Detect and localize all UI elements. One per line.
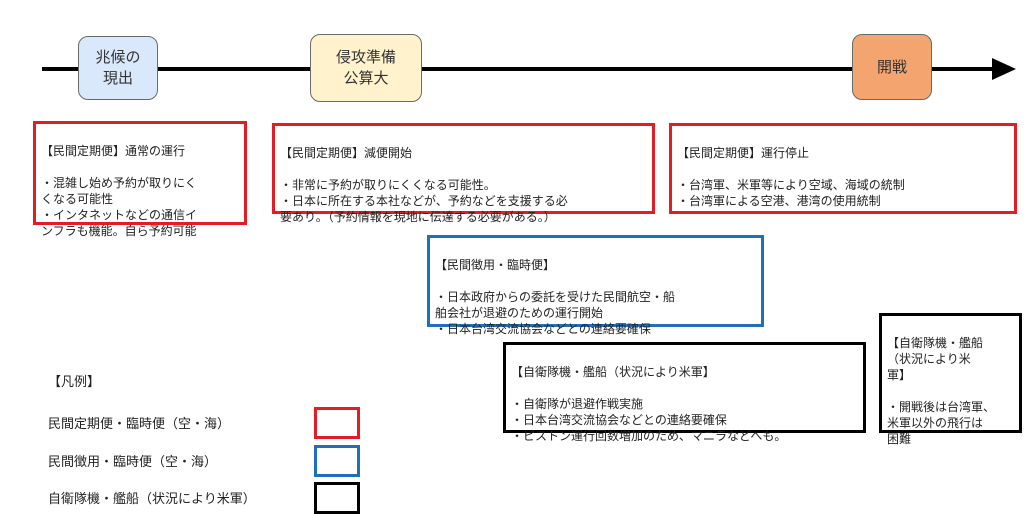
box-civil-suspended: 【民間定期便】運行停止 ・台湾軍、米軍等により空域、海域の統制 ・台湾軍による空…: [669, 123, 1017, 214]
box-civil-normal-operation: 【民間定期便】通常の運行 ・混雑し始め予約が取りにく くなる可能性 ・インタネッ…: [33, 121, 247, 238]
box-sdf-after-war: 【自衛隊機・艦船 （状況により米 軍】 ・開戦後は台湾軍、 米軍以外の飛行は 困…: [879, 313, 1022, 446]
box-sdf-evacuation: 【自衛隊機・艦船（状況により米軍】 ・自衛隊が退避作戦実施 ・日本台湾交流協会な…: [503, 342, 866, 443]
box-body: ・自衛隊が退避作戦実施 ・日本台湾交流協会などとの連絡要確保 ・ピストン運行回数…: [511, 397, 787, 443]
box-body: ・台湾軍、米軍等により空域、海域の統制 ・台湾軍による空港、港湾の使用統制: [677, 178, 905, 208]
box-body: ・日本政府からの委託を受けた民間航空・船 舶会社が退避のための運行開始 ・日本台…: [435, 290, 676, 336]
legend-label: 民間定期便・臨時便（空・海）: [48, 417, 231, 432]
stage-label: 兆候の 現出: [95, 48, 141, 87]
stage-signs-appear: 兆候の 現出: [78, 36, 158, 100]
box-body: ・混雑し始め予約が取りにく くなる可能性 ・インタネットなどの通信イ ンフラも機…: [41, 176, 198, 238]
box-title: 【民間定期便】運行停止: [677, 146, 810, 160]
legend-label: 自衛隊機・艦船（状況により米軍）: [48, 492, 256, 507]
box-title: 【民間定期便】通常の運行: [41, 144, 186, 158]
box-title: 【民間定期便】減便開始: [280, 146, 413, 160]
legend-item-civil-scheduled: 民間定期便・臨時便（空・海）: [48, 407, 360, 439]
box-civil-requisition: 【民間徴用・臨時便】 ・日本政府からの委託を受けた民間航空・船 舶会社が退避のた…: [427, 235, 764, 336]
legend-item-sdf: 自衛隊機・艦船（状況により米軍）: [48, 482, 360, 514]
legend-label: 民間徴用・臨時便（空・海）: [48, 455, 218, 470]
stage-label: 侵攻準備 公算大: [335, 48, 396, 87]
legend-swatch-red: [314, 407, 360, 439]
legend-swatch-blue: [314, 445, 360, 477]
box-title: 【民間徴用・臨時便】: [435, 258, 556, 272]
legend-swatch-black: [314, 482, 360, 514]
timeline-arrow-head: [992, 58, 1016, 80]
box-body: ・開戦後は台湾軍、 米軍以外の飛行は 困難: [887, 400, 996, 446]
stage-label: 開戦: [876, 57, 907, 76]
timeline-axis: [42, 67, 992, 71]
box-title: 【自衛隊機・艦船（状況により米軍】: [511, 365, 715, 379]
box-title: 【自衛隊機・艦船 （状況により米 軍】: [887, 336, 984, 382]
box-body: ・非常に予約が取りにくくなる可能性。 ・日本に所在する本社などが、予約などを支援…: [280, 178, 568, 224]
box-civil-reduced-flights: 【民間定期便】減便開始 ・非常に予約が取りにくくなる可能性。 ・日本に所在する本…: [272, 123, 655, 224]
legend-title: 【凡例】: [48, 375, 101, 390]
stage-invasion-prep-likely: 侵攻準備 公算大: [310, 34, 422, 102]
stage-war-outbreak: 開戦: [852, 34, 932, 100]
legend-item-civil-requisition: 民間徴用・臨時便（空・海）: [48, 445, 360, 477]
